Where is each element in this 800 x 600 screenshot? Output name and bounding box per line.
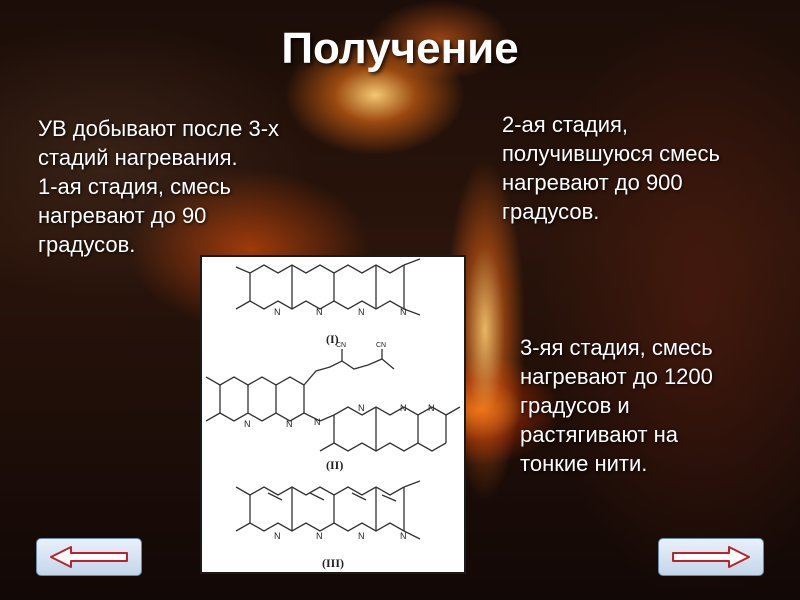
- stage3-line: нагревают до 1200: [520, 364, 713, 389]
- next-button[interactable]: [658, 538, 764, 576]
- atom-label: N: [274, 307, 281, 317]
- atom-label: CN: [336, 342, 346, 349]
- intro-line: нагревают до 90: [38, 203, 207, 228]
- atom-label: N: [316, 531, 323, 541]
- stage3-line: 3-яя стадия, смесь: [520, 335, 713, 360]
- atom-label: N: [428, 403, 435, 413]
- intro-line: 1-ая стадия, смесь: [38, 174, 231, 199]
- intro-text: УВ добывают после 3-х стадий нагревания.…: [38, 114, 338, 259]
- stage2-line: нагревают до 900: [502, 170, 683, 195]
- atom-label: N: [400, 403, 407, 413]
- structure-label-3: (III): [322, 556, 344, 570]
- slide-title: Получение: [281, 24, 519, 73]
- chemical-structures-diagram: N N N N CN CN N N N N N N N N N N (I) (I…: [205, 258, 461, 570]
- structure-label-1: (I): [326, 332, 339, 346]
- stage2-line: 2-ая стадия,: [502, 112, 629, 137]
- atom-label: N: [274, 531, 281, 541]
- stage3-line: тонкие нити.: [520, 451, 648, 476]
- atom-label: N: [316, 307, 323, 317]
- atom-label: CN: [376, 342, 386, 349]
- intro-line: градусов.: [38, 232, 136, 257]
- atom-label: N: [400, 307, 407, 317]
- stage2-line: градусов.: [502, 199, 600, 224]
- stage3-line: растягивают на: [520, 422, 679, 447]
- stage3-line: градусов и: [520, 393, 630, 418]
- atom-label: N: [358, 531, 365, 541]
- atom-label: N: [286, 419, 293, 429]
- chemical-structure-figure: N N N N CN CN N N N N N N N N N N (I) (I…: [200, 255, 466, 574]
- arrow-left-icon: [50, 546, 128, 568]
- stage2-line: получившуюся смесь: [502, 141, 720, 166]
- back-button[interactable]: [36, 538, 142, 576]
- atom-label: N: [358, 307, 365, 317]
- atom-label: N: [314, 417, 321, 427]
- intro-line: УВ добывают после 3-х: [38, 116, 280, 141]
- atom-label: N: [244, 419, 251, 429]
- atom-label: N: [358, 403, 365, 413]
- atom-label: N: [400, 531, 407, 541]
- intro-line: стадий нагревания.: [38, 145, 238, 170]
- stage3-text: 3-яя стадия, смесь нагревают до 1200 гра…: [520, 333, 780, 478]
- arrow-right-icon: [672, 546, 750, 568]
- structure-label-2: (II): [326, 458, 343, 472]
- stage2-text: 2-ая стадия, получившуюся смесь нагреваю…: [502, 110, 782, 226]
